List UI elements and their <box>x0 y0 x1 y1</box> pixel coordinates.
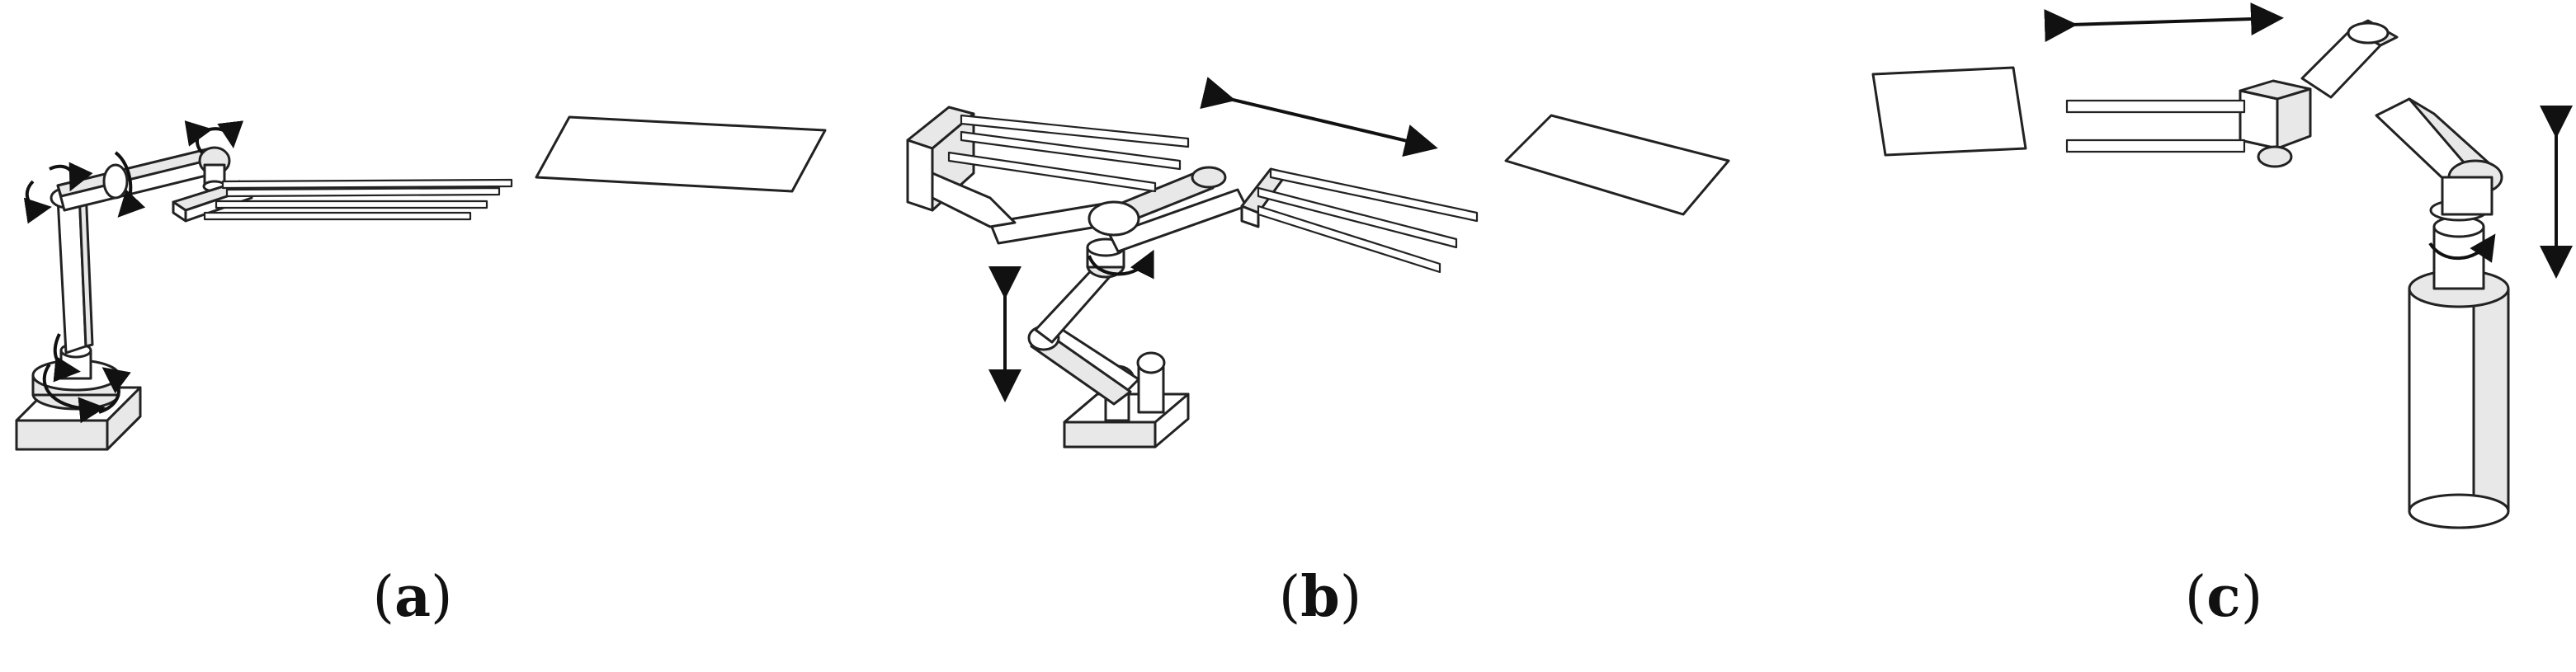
panel-a-workpiece-sheet <box>535 115 827 193</box>
panel-b-workpiece-sheet <box>1504 114 1730 216</box>
panel-b-right-gripper <box>1240 167 1479 274</box>
caption-a: (a) <box>372 564 453 630</box>
panel-c-gripper-block <box>2239 79 2312 168</box>
panel-a-base <box>15 342 142 451</box>
panel-b-left-gripper <box>906 106 1190 228</box>
panel-c-robot <box>2044 2 2573 529</box>
panel-c-horizontal-arrow <box>2044 2 2284 43</box>
panel-c-arm <box>2300 19 2503 216</box>
panel-a-lower-arm <box>50 186 94 355</box>
panel-c-column <box>2408 199 2510 529</box>
caption-c: (c) <box>2184 564 2263 630</box>
panel-c-rotation-arrow <box>2428 233 2496 263</box>
panel-c-workpiece-sheet <box>1871 66 2027 157</box>
panel-c-fork-tines <box>2065 99 2246 153</box>
panel-b-lower-arm <box>1027 237 1140 406</box>
panel-a-robot <box>15 120 513 451</box>
panel-b-robot <box>906 77 1479 449</box>
panel-a-rotation-arrows <box>23 120 244 424</box>
panel-b-rotation-arrow <box>1087 249 1154 280</box>
panel-a-fork-gripper <box>172 178 513 223</box>
panel-b-horizontal-arrow <box>1200 77 1438 157</box>
caption-b: (b) <box>1278 564 1362 630</box>
panel-b-upper-arm <box>988 166 1248 253</box>
